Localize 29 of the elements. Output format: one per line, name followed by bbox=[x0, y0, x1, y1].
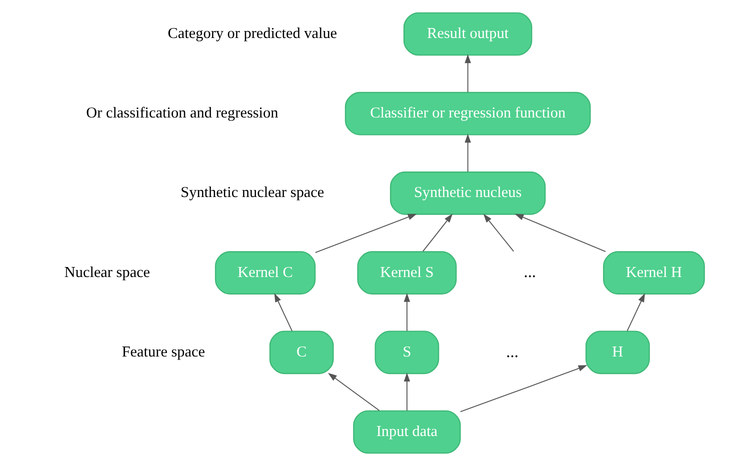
arrow bbox=[328, 372, 380, 412]
arrow bbox=[464, 134, 471, 172]
label: Category or predicted value bbox=[168, 24, 338, 42]
node-text: ... bbox=[524, 262, 536, 282]
node-box: Input data bbox=[353, 410, 461, 454]
node-box: Result output bbox=[403, 12, 532, 56]
label: Synthetic nuclear space bbox=[180, 184, 324, 202]
node-box: S bbox=[374, 330, 440, 374]
label: Nuclear space bbox=[64, 264, 150, 281]
node-box: Synthetic nucleus bbox=[390, 172, 546, 215]
node-box: Classifier or regression function bbox=[344, 92, 591, 136]
arrow bbox=[483, 214, 514, 252]
arrow bbox=[514, 214, 606, 252]
arrow bbox=[274, 293, 293, 332]
arrow bbox=[422, 214, 453, 252]
node-box: H bbox=[586, 330, 650, 374]
arrow bbox=[626, 293, 645, 332]
arrow bbox=[404, 292, 410, 332]
node-box: Kernel C bbox=[214, 251, 316, 294]
label: ... bbox=[506, 342, 518, 361]
arrow bbox=[404, 372, 410, 412]
node-box: C bbox=[269, 330, 334, 374]
arrow bbox=[460, 365, 588, 412]
arrow bbox=[314, 214, 417, 253]
label: Feature space bbox=[122, 343, 206, 360]
arrow bbox=[464, 54, 471, 93]
label: Or classification and regression bbox=[86, 104, 278, 122]
node-box: Kernel S bbox=[357, 251, 457, 294]
node-box: Kernel H bbox=[603, 251, 705, 294]
